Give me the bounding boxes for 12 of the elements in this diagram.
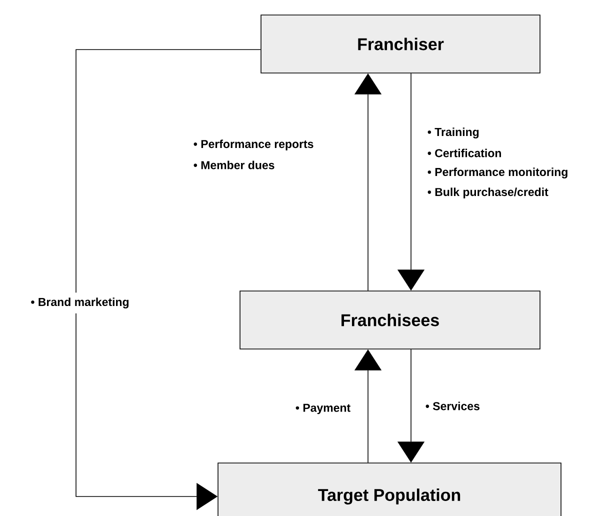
edge-label: • Brand marketing	[30, 292, 130, 314]
bullet-text: • Bulk purchase/credit	[428, 188, 548, 198]
process-box: Franchiser	[260, 14, 540, 74]
edge-label: • Payment	[296, 404, 350, 414]
bullet-text: • Performance monitoring	[428, 168, 568, 178]
process-box: Franchisees	[240, 290, 540, 350]
bullet-text: • Certification	[428, 148, 501, 158]
edge-label: • Services	[426, 402, 480, 410]
bullet-text: • Training	[428, 128, 479, 138]
bullet-text: • Performance reports	[194, 140, 314, 150]
bullet-text: • Member dues	[194, 160, 274, 170]
process-box: Target Population	[218, 462, 562, 516]
